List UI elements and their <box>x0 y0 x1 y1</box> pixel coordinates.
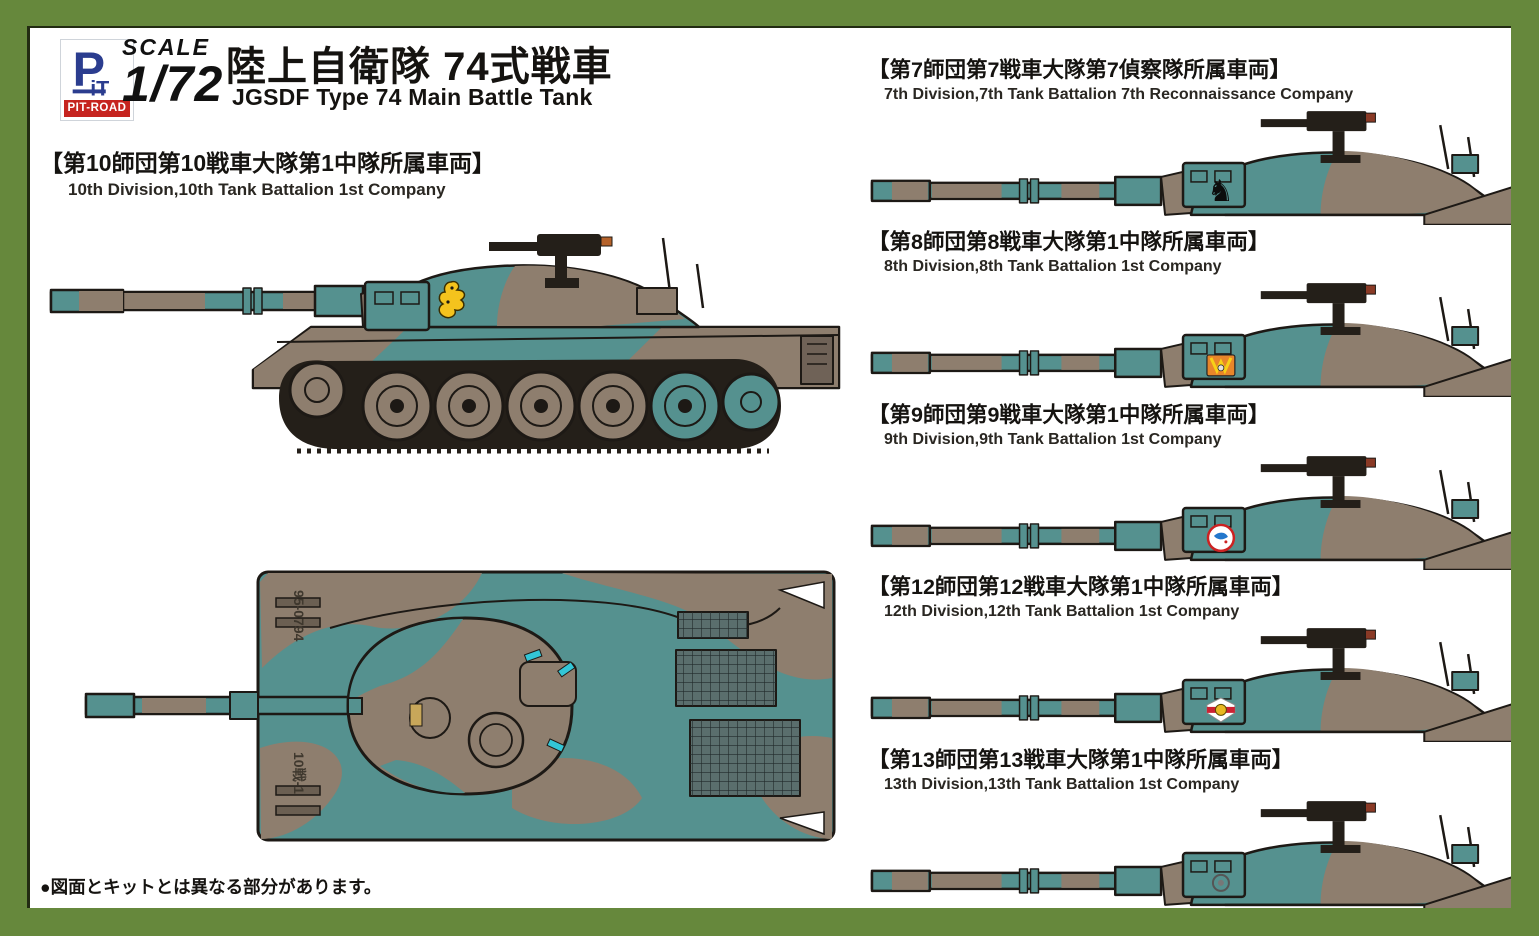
turret-top <box>346 616 577 796</box>
main-subject-heading: 【第10師団第10戦車大隊第1中隊所属車両】 10th Division,10t… <box>40 144 495 200</box>
variant-8th-division: 【第8師団第8戦車大隊第1中隊所属車両】 8th Division,8th Ta… <box>868 225 1511 398</box>
page-subtitle: JGSDF Type 74 Main Battle Tank <box>232 84 593 110</box>
tracks-and-wheels <box>279 359 781 454</box>
scale-value: 1/72 <box>122 56 224 112</box>
variant-heading-en: 13th Division,13th Tank Battalion 1st Co… <box>884 776 1240 793</box>
svg-text:iT: iT <box>90 76 109 100</box>
main-heading-en: 10th Division,10th Tank Battalion 1st Co… <box>68 180 446 199</box>
white-red-band-shield-emblem <box>1206 697 1236 723</box>
rear-marker-triangle-bottom <box>779 811 825 836</box>
tank-partial-view: ♞ <box>870 109 1511 225</box>
svg-text:P: P <box>73 43 105 97</box>
tank-partial-view <box>870 626 1511 742</box>
variant-heading-jp: 【第8師団第8戦車大隊第1中隊所属車両】 <box>868 230 1270 254</box>
unit-emblem-10th <box>438 280 466 319</box>
variant-heading-jp: 【第13師団第13戦車大隊第1中隊所属車両】 <box>868 748 1294 772</box>
orange-v-shield-emblem <box>1206 354 1236 377</box>
black-horse-emblem: ♞ <box>1207 175 1234 208</box>
variant-heading-en: 12th Division,12th Tank Battalion 1st Co… <box>884 603 1240 620</box>
top-view-gun-barrel <box>84 691 350 720</box>
variant-heading-en: 8th Division,8th Tank Battalion 1st Comp… <box>884 258 1222 275</box>
scale-block: SCALE 1/72 <box>122 34 232 109</box>
tank-partial-view <box>870 281 1511 397</box>
tank-partial-view <box>870 799 1511 908</box>
footer-note: ●図面とキットとは異なる部分があります。 <box>40 877 382 897</box>
pit-road-logo: P iT PIT-ROAD <box>60 39 134 121</box>
variant-13th-division: 【第13師団第13戦車大隊第1中隊所属車両】 13th Division,13t… <box>868 743 1511 908</box>
periscopes <box>523 648 576 753</box>
logo-brand: PIT-ROAD <box>64 100 130 117</box>
road-wheels <box>361 370 721 442</box>
engine-deck-grilles <box>675 611 801 797</box>
variant-heading-en: 7th Division,7th Tank Battalion 7th Reco… <box>884 86 1354 103</box>
variant-heading-en: 9th Division,9th Tank Battalion 1st Comp… <box>884 431 1222 448</box>
variant-heading-jp: 【第9師団第9戦車大隊第1中隊所属車両】 <box>868 403 1270 427</box>
variant-heading-jp: 【第12師団第12戦車大隊第1中隊所属車両】 <box>868 575 1294 599</box>
instruction-sheet: P iT PIT-ROAD SCALE 1/72 陸上自衛隊 74式戦車 JGS… <box>27 26 1511 908</box>
page-title: 陸上自衛隊 74式戦車 <box>226 45 613 89</box>
svg-text:♞: ♞ <box>1207 175 1234 208</box>
tank-top-view: 95-0794 10戦-1 <box>84 570 836 842</box>
red-ring-bird-emblem <box>1206 523 1236 553</box>
main-gun-barrel <box>49 284 386 318</box>
turret-number: 10戦-1 <box>291 752 307 794</box>
tank-partial-view <box>870 454 1511 570</box>
tow-shackles <box>275 597 321 816</box>
commander-mg <box>489 234 613 288</box>
variant-7th-division: 【第7師団第7戦車大隊第7偵察隊所属車両】 7th Division,7th T… <box>868 53 1511 226</box>
scale-label: SCALE <box>122 34 210 60</box>
commander-cupola <box>467 711 525 769</box>
pit-road-monogram-icon: P iT <box>72 43 109 100</box>
variant-heading-jp: 【第7師団第7戦車大隊第7偵察隊所属車両】 <box>868 58 1291 82</box>
rear-marker-triangle-top <box>777 581 825 610</box>
small-ring-emblem <box>1211 873 1230 892</box>
variant-12th-division: 【第12師団第12戦車大隊第1中隊所属車両】 12th Division,12t… <box>868 570 1511 743</box>
turret-side <box>360 234 705 332</box>
main-heading-jp: 【第10師団第10戦車大隊第1中隊所属車両】 <box>40 150 495 176</box>
tank-side-view <box>49 234 841 454</box>
variant-9th-division: 【第9師団第9戦車大隊第1中隊所属車両】 9th Division,9th Ta… <box>868 398 1511 571</box>
hull-number: 95-0794 <box>291 590 307 642</box>
